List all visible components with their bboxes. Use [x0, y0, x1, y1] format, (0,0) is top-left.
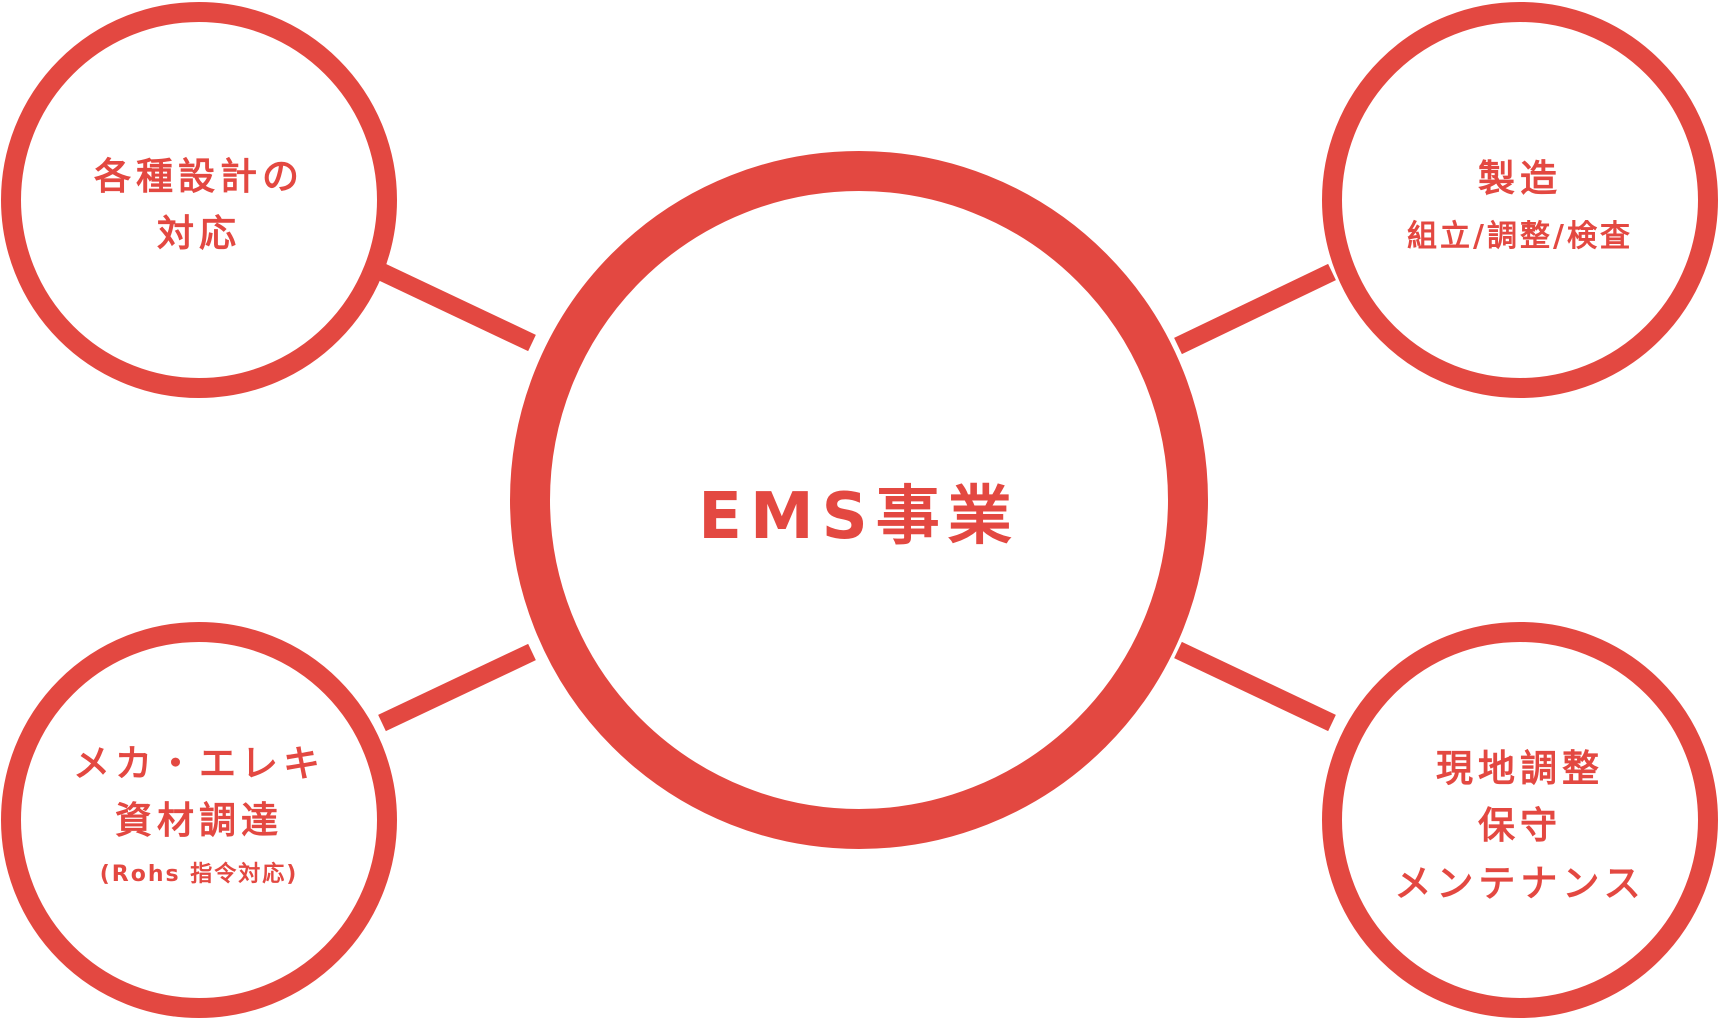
- connector-lines: [378, 263, 1336, 732]
- node-circle-top-left: [1, 2, 397, 398]
- bottom-right-line2: 保守: [1478, 804, 1562, 848]
- connector-top-left: [378, 263, 536, 352]
- node-circle-bottom-left: [1, 622, 397, 1018]
- node-label-bottom-left: メカ・エレキ 資材調達 (Rohs 指令対応): [49, 735, 349, 888]
- node-label-top-left: 各種設計の 対応: [49, 148, 349, 263]
- bottom-left-line1: メカ・エレキ: [73, 742, 325, 785]
- center-circle: [510, 151, 1208, 849]
- bottom-left-note: (Rohs 指令対応): [99, 861, 299, 887]
- bottom-right-line3: メンテナンス: [1394, 861, 1646, 905]
- top-right-line1: 製造: [1478, 157, 1562, 200]
- bottom-left-line2: 資材調達: [115, 799, 283, 843]
- connector-bottom-right: [1174, 641, 1336, 732]
- node-label-bottom-right: 現地調整 保守 メンテナンス: [1370, 740, 1670, 912]
- connector-bottom-left: [378, 643, 536, 732]
- node-circle-top-right: [1322, 2, 1718, 398]
- top-right-line2: 組立/調整/検査: [1407, 219, 1633, 255]
- node-circle-bottom-right: [1322, 622, 1718, 1018]
- connector-top-right: [1174, 263, 1336, 355]
- center-label: EMS事業: [698, 480, 1020, 554]
- node-label-top-right: 製造 組立/調整/検査: [1370, 150, 1670, 255]
- top-left-line2: 対応: [157, 212, 241, 256]
- bottom-right-line1: 現地調整: [1436, 747, 1604, 790]
- top-left-line1: 各種設計の: [94, 155, 304, 198]
